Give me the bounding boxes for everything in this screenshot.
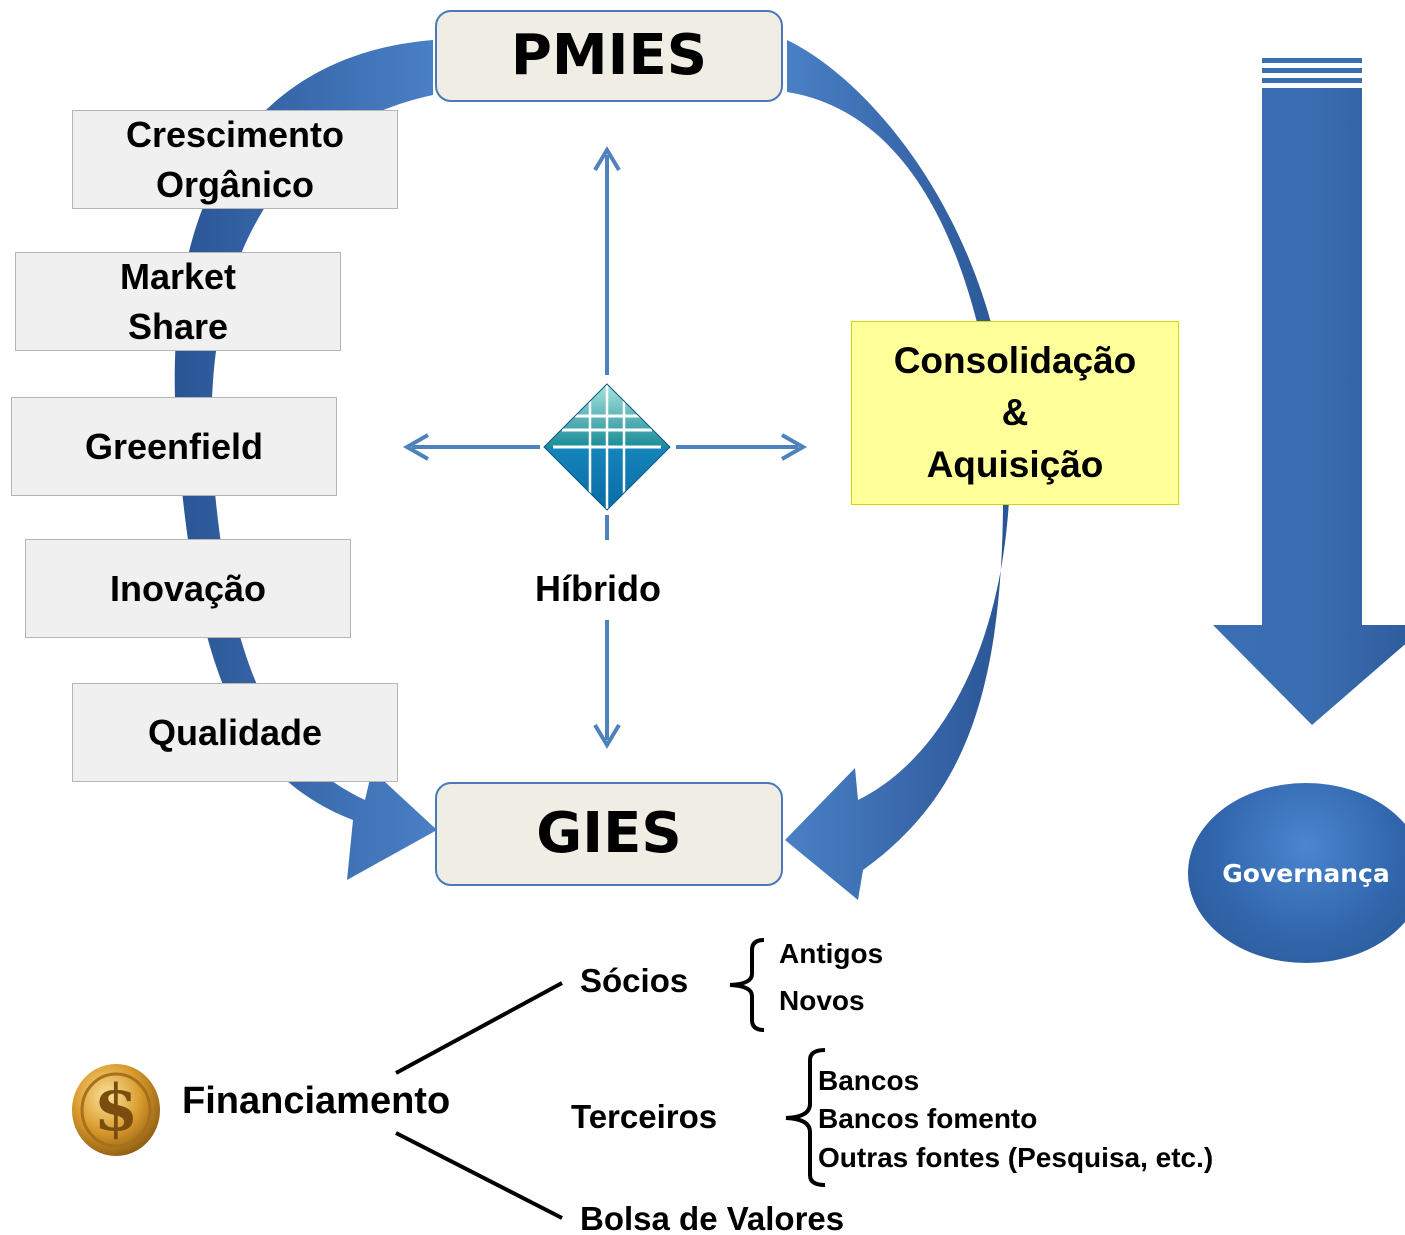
strategy-box-crescimento: Crescimento Orgânico bbox=[72, 110, 398, 209]
strategy-box-inovacao: Inovação bbox=[25, 539, 351, 638]
socios-label: Sócios bbox=[580, 962, 689, 999]
terceiros-label: Terceiros bbox=[571, 1098, 718, 1135]
svg-text:$: $ bbox=[94, 1071, 139, 1146]
hybrid-direction-arrows bbox=[402, 146, 808, 749]
financing-branch-lines bbox=[395, 981, 563, 1220]
terceiros-item: Outras fontes (Pesquisa, etc.) bbox=[818, 1142, 1214, 1173]
strategy-label: Share bbox=[127, 305, 229, 347]
terceiros-item: Bancos fomento bbox=[818, 1103, 1038, 1134]
dollar-icon: $ bbox=[72, 1064, 160, 1156]
socios-brace bbox=[729, 938, 765, 1032]
terceiros-item: Bancos bbox=[818, 1065, 920, 1096]
pmies-label: PMIES bbox=[510, 23, 708, 88]
gies-label: GIES bbox=[536, 801, 682, 866]
strategy-label: Orgânico bbox=[155, 163, 314, 205]
bolsa-label: Bolsa de Valores bbox=[580, 1200, 845, 1235]
pmies-stage-box: PMIES bbox=[435, 10, 783, 102]
terceiros-brace bbox=[785, 1048, 826, 1187]
consolidation-box: Consolidação & Aquisição bbox=[851, 321, 1179, 505]
consolidation-label: Aquisição bbox=[926, 444, 1104, 485]
consolidation-label: Consolidação bbox=[893, 340, 1137, 381]
left-curved-arrow bbox=[174, 40, 437, 880]
financing-label: Financiamento bbox=[182, 1080, 451, 1122]
strategy-box-qualidade: Qualidade bbox=[72, 683, 398, 782]
strategy-label: Inovação bbox=[109, 567, 267, 609]
strategy-box-market-share: Market Share bbox=[15, 252, 341, 351]
strategy-box-greenfield: Greenfield bbox=[11, 397, 337, 496]
governance-ellipse: Governança bbox=[1188, 783, 1405, 963]
hybrid-symbol-icon bbox=[543, 383, 671, 511]
strategy-label: Qualidade bbox=[147, 711, 323, 753]
hybrid-label: Híbrido bbox=[535, 568, 661, 609]
socios-item: Novos bbox=[779, 985, 865, 1016]
strategy-label: Greenfield bbox=[84, 425, 264, 467]
consolidation-label: & bbox=[1001, 392, 1029, 433]
strategy-label: Market bbox=[119, 255, 237, 297]
governance-down-arrow bbox=[1213, 58, 1405, 725]
strategy-label: Crescimento bbox=[125, 113, 345, 155]
socios-item: Antigos bbox=[779, 938, 884, 969]
gies-stage-box: GIES bbox=[435, 782, 783, 886]
governance-label: Governança bbox=[1222, 858, 1390, 888]
